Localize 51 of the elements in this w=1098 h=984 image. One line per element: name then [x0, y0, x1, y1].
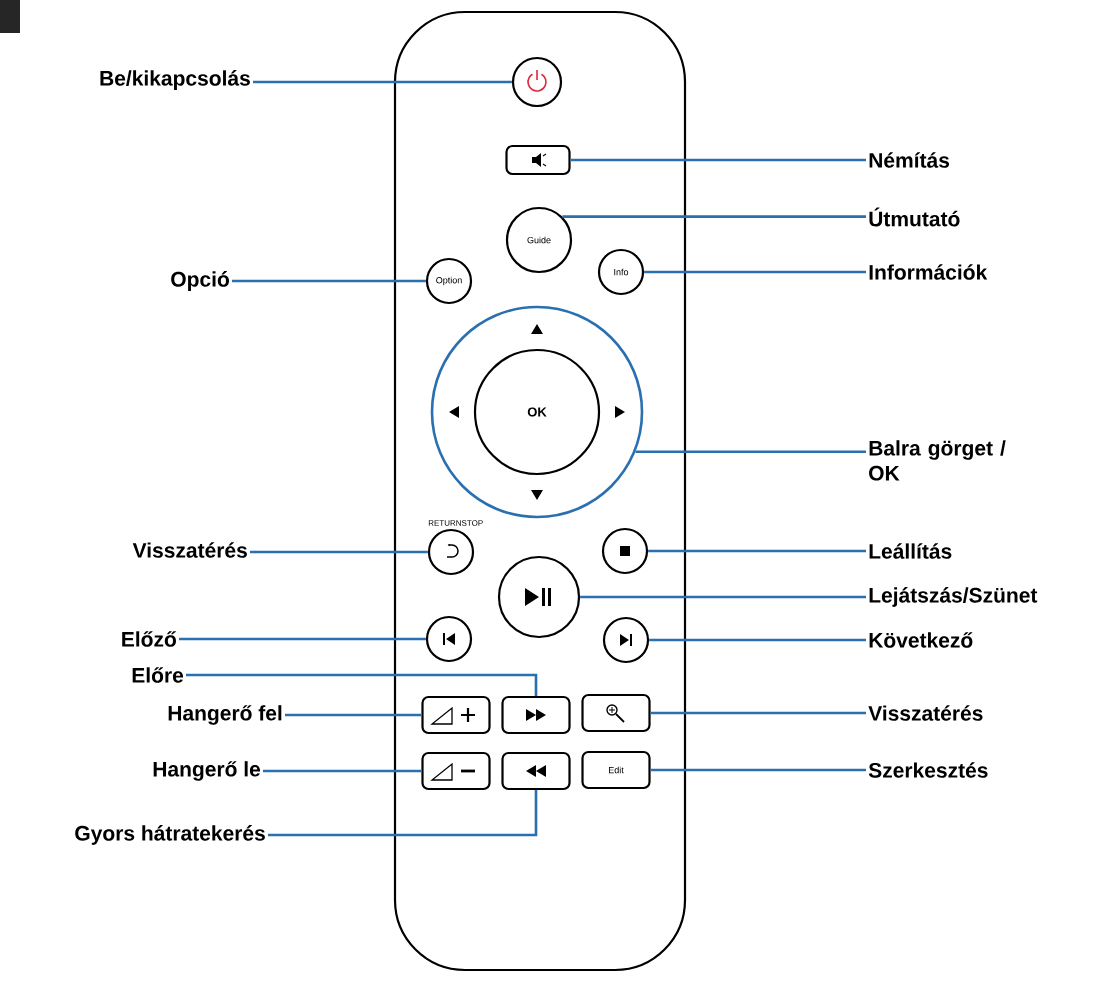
next-button [602, 616, 650, 664]
leader-line [648, 549, 866, 553]
previous-button [425, 615, 473, 663]
callout-label: Következő [869, 632, 973, 648]
leader-line [186, 673, 538, 696]
guide-button: Guide [505, 206, 573, 274]
leader-line [179, 637, 426, 641]
mute-button [505, 144, 571, 176]
leader-line [285, 713, 422, 717]
callout-label: Opció [171, 271, 229, 291]
callout-label: Visszatérés [868, 705, 983, 721]
callout-label: Be/kikapcsolás [100, 70, 250, 90]
leader-line [580, 595, 866, 599]
info-button: Info [597, 248, 645, 296]
leader-line [263, 769, 422, 773]
leader-line [562, 215, 866, 218]
leader-line [650, 711, 866, 715]
callout-label: Lejátszás/Szünet [869, 587, 1038, 607]
leader-line [570, 158, 866, 162]
leader-line [635, 450, 866, 454]
leader-line [649, 638, 866, 642]
callout-label: Némítás [869, 152, 950, 168]
leader-line [644, 270, 866, 274]
callout-label: Hangerő fel [168, 705, 282, 725]
callout-label: Hangerő le [153, 761, 261, 781]
power-button [511, 56, 563, 108]
callout-label: Szerkesztés [868, 762, 988, 778]
callout-label: Információk [869, 264, 988, 280]
ok-button: OK [473, 348, 601, 476]
zoom-button [581, 693, 651, 733]
return-button [427, 528, 475, 576]
leader-line [268, 790, 538, 837]
volume-up-button [421, 695, 491, 735]
callout-label: Leállítás [869, 543, 952, 559]
volume-down-button [421, 751, 491, 791]
leader-line [650, 768, 866, 772]
edit-button: Edit [581, 750, 651, 790]
stop-button [601, 527, 649, 575]
callout-label: Előző [122, 631, 176, 647]
callout-label: Balra görget / OK [869, 440, 1006, 481]
leader-line [250, 550, 428, 554]
callout-label: Gyors hátratekerés [75, 825, 265, 845]
callout-label: Visszatérés [132, 542, 247, 558]
callout-label: Útmutató [869, 207, 960, 227]
play-pause-button [497, 555, 581, 639]
callout-label: Előre [132, 667, 184, 683]
rewind-button [501, 751, 571, 791]
fast-forward-button [501, 695, 571, 735]
leader-line [232, 279, 426, 283]
option-button: Option [425, 257, 473, 305]
leader-line [253, 80, 512, 84]
